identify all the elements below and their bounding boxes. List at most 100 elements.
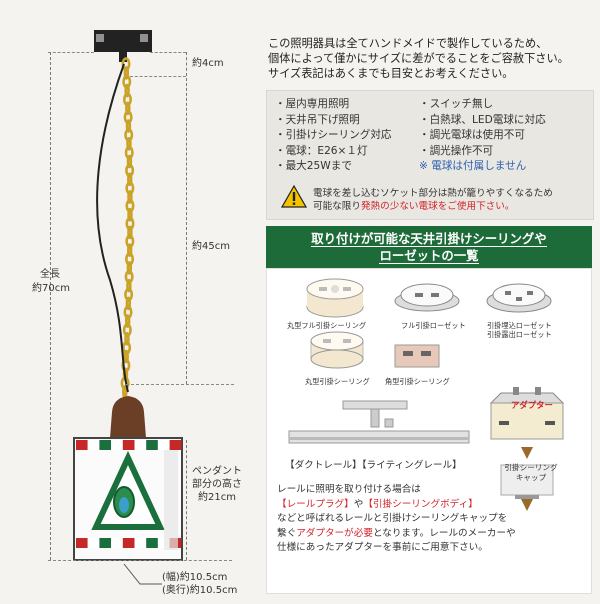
spec-item: ・天井吊下げ照明	[275, 113, 360, 126]
chain-link	[126, 278, 132, 293]
shade-tile	[157, 538, 170, 548]
bulb-not-included-note: ※ 電球は付属しません	[419, 160, 527, 172]
lamp-socket-cap	[110, 396, 146, 438]
shade-tile	[146, 440, 158, 450]
fixtures-drawing	[288, 278, 565, 511]
warning-pre: 可能な限り	[313, 201, 361, 212]
spec-item: ・スイッチ無し	[419, 98, 494, 110]
chain-link	[126, 243, 133, 257]
chain-link	[127, 225, 133, 240]
note-red: 【レールプラグ】	[277, 498, 354, 510]
shade-tile	[134, 440, 147, 450]
spec-list-left: ・屋内専用照明 ・天井吊下げ照明 ・引掛けシーリング対応 ・電球：E26×１灯 …	[275, 97, 392, 175]
compatible-fixtures-heading: 取り付けが可能な天井引掛けシーリングや ローゼットの一覧	[266, 226, 592, 268]
shade-tile	[87, 440, 100, 450]
chain-link	[127, 190, 133, 204]
cap-label-2: キャップ	[515, 473, 547, 482]
adapter-label: アダプター	[511, 400, 553, 410]
rail-label: 【ダクトレール】【ライティングレール】	[285, 460, 462, 471]
cord-length-label: 約45cm	[192, 241, 230, 252]
shade-tile	[122, 440, 135, 450]
chain-link	[126, 154, 133, 169]
warning-red: 発熱の少ない電球をご使用下さい。	[360, 201, 515, 212]
full-rosette-icon	[394, 283, 460, 312]
adapter-diagram	[489, 387, 565, 511]
label-embedded-rosette: 引掛埋込ローゼット	[487, 321, 552, 330]
shade-tile	[146, 538, 158, 548]
chain-link	[126, 261, 133, 275]
warning-line-2: 可能な限り発熱の少ない電球をご使用下さい。	[313, 200, 553, 213]
chain-link	[123, 66, 130, 80]
shade-tile	[76, 538, 88, 548]
chain-link	[125, 119, 132, 133]
note-post: となります。レールのメーカーや	[372, 527, 516, 539]
label-round-ceiling: 丸型引掛シーリング	[305, 377, 370, 386]
total-bottom-line	[48, 560, 232, 561]
chain-link	[124, 332, 130, 346]
intro-line: 個体によって僅かにサイズに差がでることをご容赦下さい。	[268, 52, 569, 65]
total-top-line	[48, 52, 94, 53]
depth-label: (奥行)約10.5cm	[162, 585, 238, 596]
label-full-rosette: フル引掛ローゼット	[401, 321, 466, 330]
label-round-full-ceiling: 丸型フル引掛シーリング	[287, 321, 367, 330]
stained-glass-shade	[73, 437, 183, 561]
label-exposed-rosette: 引掛露出ローゼット	[487, 330, 552, 339]
spec-item: ・調光電球は使用不可	[419, 129, 525, 141]
chain-link	[123, 349, 129, 364]
heading-line-2: ローゼットの一覧	[379, 248, 479, 264]
note-line: 仕様にあったアダプターを事前にご用意下さい。	[277, 542, 488, 553]
chain-link	[125, 296, 132, 311]
spec-item: ・電球：E26×１灯	[275, 144, 368, 157]
label-square-ceiling: 角型引掛シーリング	[385, 377, 450, 386]
canopy-height-label: 約4cm	[192, 58, 224, 69]
pendant-height-value: 約21cm	[198, 492, 236, 503]
ceiling-cap-label: 引掛シーリング キャップ	[503, 463, 559, 483]
width-label: (幅)約10.5cm	[162, 572, 228, 583]
canopy-bottom-line	[130, 76, 186, 77]
total-length-value: 約70cm	[32, 283, 70, 294]
note-red: アダプターが必要	[296, 527, 373, 539]
shade-tile	[87, 538, 100, 548]
warning-text: 電球を差し込むソケット部分は熱が籠りやすくなるため 可能な限り発熱の少ない電球を…	[313, 187, 553, 213]
total-length-label: 全長	[40, 269, 60, 280]
shade-tile	[111, 440, 123, 450]
chain-link	[127, 172, 133, 187]
spec-box: ・屋内専用照明 ・天井吊下げ照明 ・引掛けシーリング対応 ・電球：E26×１灯 …	[266, 90, 594, 220]
round-full-ceiling-icon	[306, 278, 364, 318]
ceiling-canopy	[94, 30, 152, 62]
pendant-label-2: 部分の高さ	[192, 479, 242, 490]
round-ceiling-icon	[310, 331, 364, 369]
spec-list-right: ・スイッチ無し ・白熱球、LED電球に対応 ・調光電球は使用不可 ・調光操作不可…	[419, 97, 546, 175]
shade-tile	[122, 538, 135, 548]
chain	[120, 57, 135, 399]
chain-link	[125, 101, 131, 116]
spec-item: ・屋内専用照明	[275, 98, 350, 110]
shade-tile	[157, 440, 170, 450]
note-line: などと呼ばれるレールと引掛けシーリングキャップを	[277, 513, 508, 524]
shade-tile	[99, 440, 112, 450]
shade-tile	[99, 538, 112, 548]
lamp-drawing	[73, 30, 183, 561]
cord-dimension-line	[186, 78, 187, 384]
intro-text: この照明器具は全てハンドメイドで製作しているため、 個体によって僅かにサイズに差…	[268, 36, 593, 81]
spec-item: ・最大25Wまで	[275, 160, 352, 172]
total-dimension-line	[50, 52, 51, 560]
note-line: 【レールプラグ】や【引掛シーリングボディ】	[277, 498, 587, 513]
lamp-illustration: 約4cm 約45cm 全長 約70cm ペンダント 部分の高さ 約21cm (幅…	[0, 0, 262, 600]
warning-line-1: 電球を差し込むソケット部分は熱が籠りやすくなるため	[313, 188, 553, 199]
heading-line-1: 取り付けが可能な天井引掛けシーリングや	[311, 231, 547, 247]
note-pre: 繋ぐ	[277, 527, 297, 539]
spec-item: ・調光操作不可	[419, 144, 494, 157]
chain-link	[124, 83, 130, 98]
chain-link	[122, 385, 128, 399]
cap-label-1: 引掛シーリング	[504, 463, 558, 472]
note-line: レールに照明を取り付ける場合は	[277, 484, 421, 495]
power-cord	[96, 63, 129, 393]
intro-line: サイズ表記はあくまでも目安とお考えください。	[268, 67, 514, 80]
spec-item: ・白熱球、LED電球に対応	[419, 113, 546, 126]
note-red: 【引掛シーリングボディ】	[363, 498, 478, 510]
intro-line: この照明器具は全てハンドメイドで製作しているため、	[268, 37, 548, 50]
leader-line	[123, 563, 162, 585]
fixtures-panel: 丸型フル引掛シーリング フル引掛ローゼット 引掛埋込ローゼット 引掛露出ローゼッ…	[266, 268, 592, 594]
canopy-top-line	[150, 52, 186, 53]
